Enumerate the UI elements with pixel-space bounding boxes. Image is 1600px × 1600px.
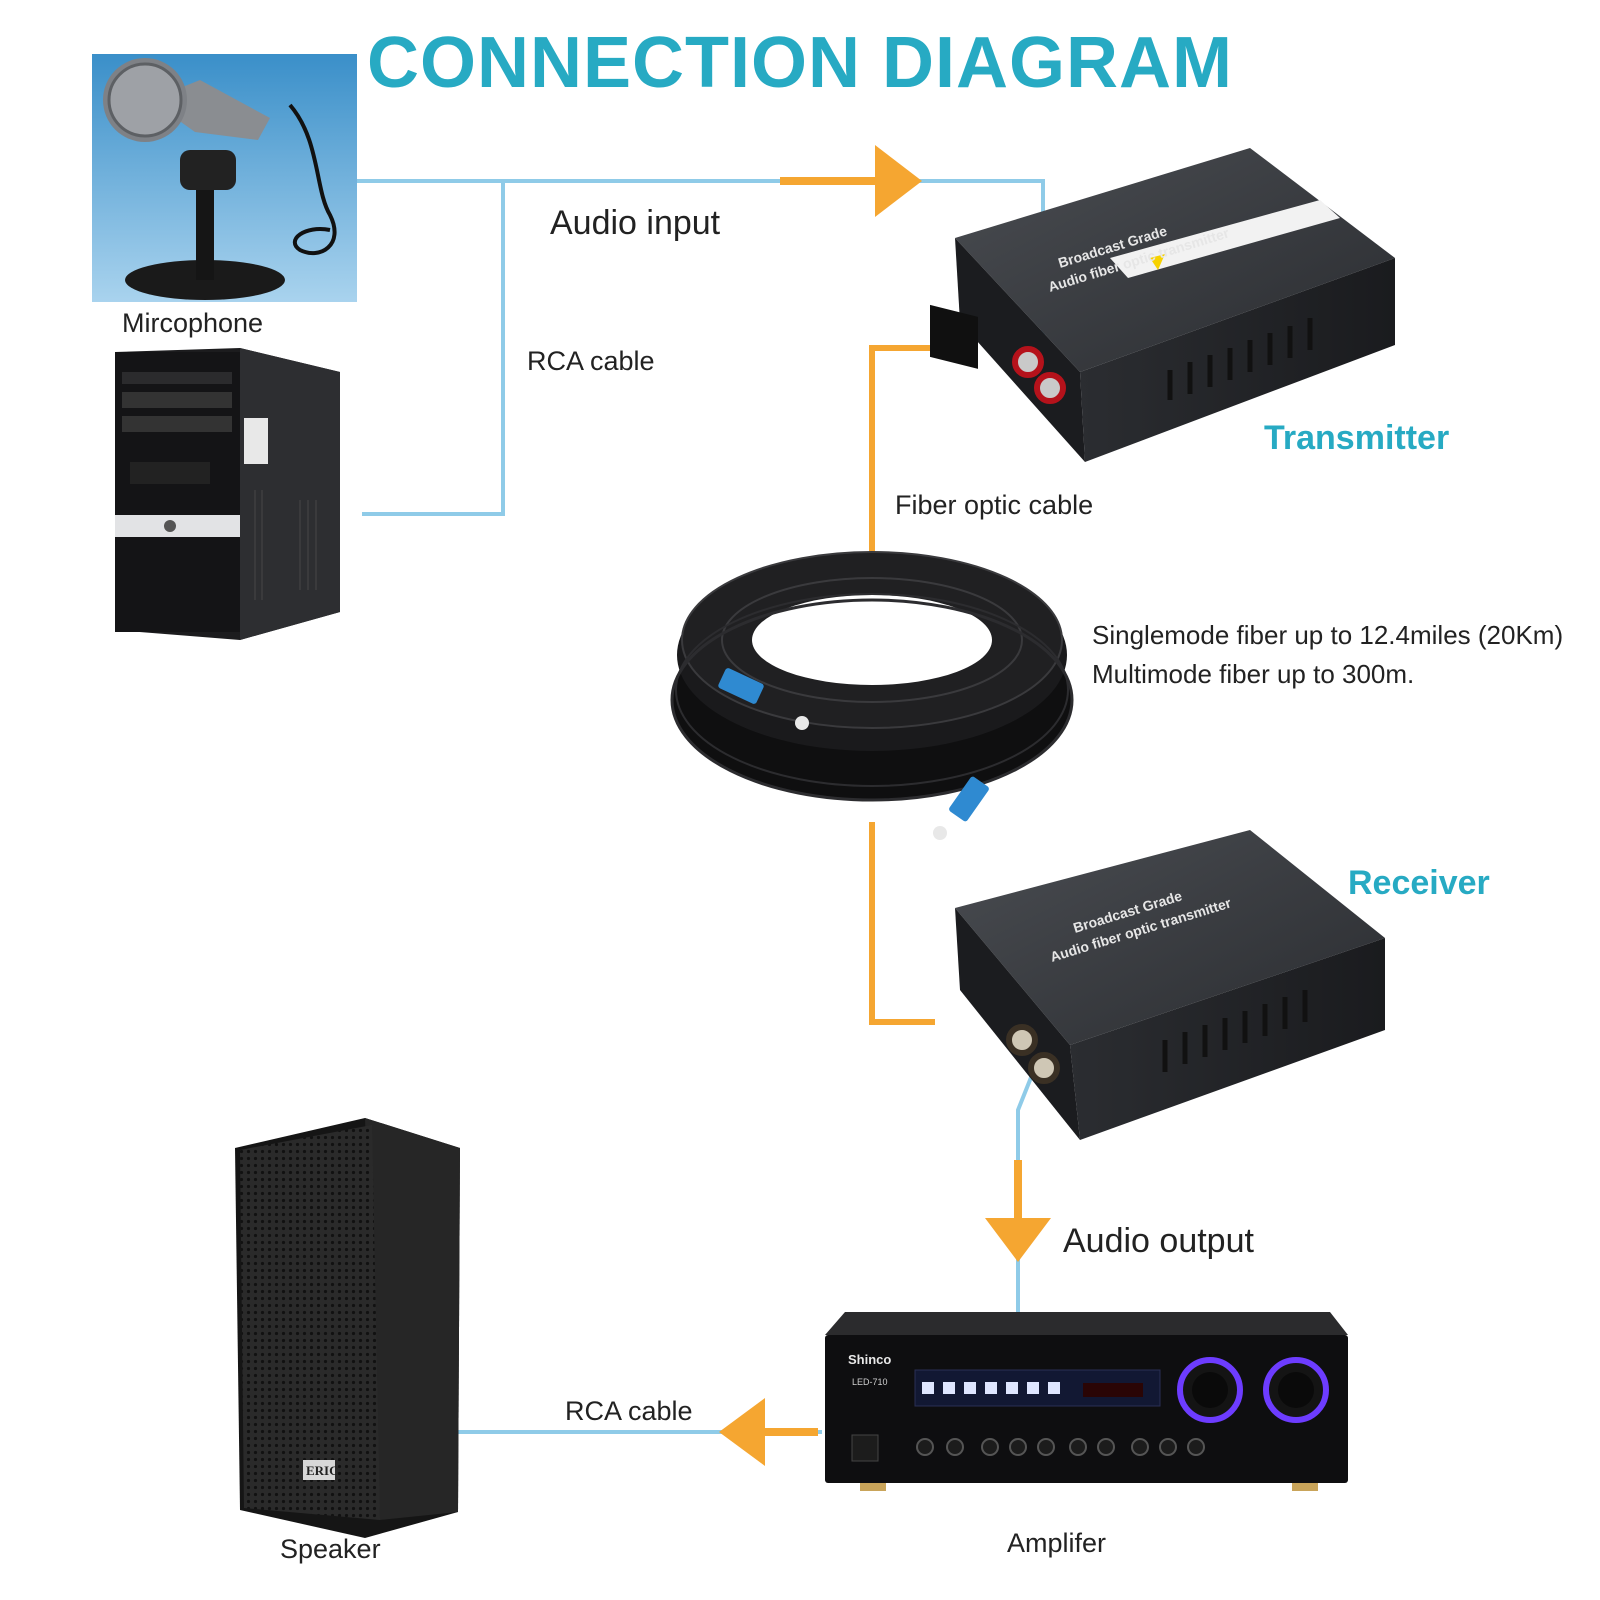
amplifier-image: [825, 1312, 1348, 1491]
computer-image: [115, 348, 340, 640]
speaker-brand: ERIC: [306, 1463, 339, 1478]
fiber-coil-image: [670, 551, 1074, 840]
transmitter-label: Transmitter: [1264, 419, 1450, 457]
speaker-image: [235, 1118, 460, 1538]
transmitter-unit: [930, 148, 1395, 462]
fiber-optic-cable-label: Fiber optic cable: [895, 490, 1094, 520]
amplifier-to-speaker-arrow: [719, 1398, 818, 1466]
microphone-image: [92, 54, 357, 302]
fiber-optic-path: [869, 345, 935, 1025]
audio-output-arrow: [985, 1160, 1051, 1262]
rca-cable-bottom-label: RCA cable: [565, 1396, 693, 1426]
diagram-title: CONNECTION DIAGRAM: [367, 23, 1233, 103]
rca-cable-top-label: RCA cable: [527, 346, 655, 376]
fiber-note-singlemode: Singlemode fiber up to 12.4miles (20Km): [1092, 620, 1564, 650]
audio-input-label: Audio input: [550, 204, 721, 242]
audio-output-label: Audio output: [1063, 1222, 1254, 1260]
audio-input-arrow: [780, 145, 922, 217]
fiber-note-multimode: Multimode fiber up to 300m.: [1092, 659, 1415, 689]
speaker-label: Speaker: [280, 1534, 381, 1564]
amplifier-brand: Shinco: [848, 1352, 891, 1367]
amplifier-model: LED-710: [852, 1377, 888, 1387]
receiver-unit: [955, 830, 1385, 1140]
amplifier-label: Amplifer: [1007, 1528, 1107, 1558]
microphone-label: Mircophone: [122, 308, 264, 338]
receiver-label: Receiver: [1348, 864, 1490, 902]
